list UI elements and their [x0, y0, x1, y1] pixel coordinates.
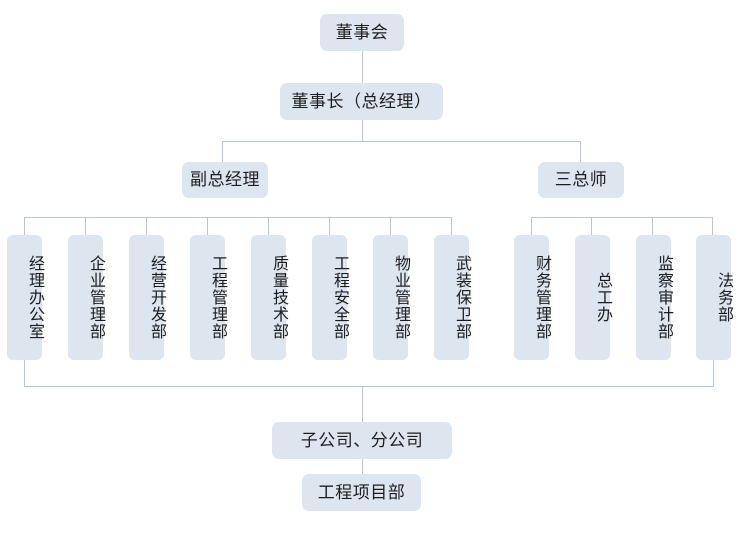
node-vice-general-manager-label: 副总经理	[190, 170, 260, 190]
node-department-label: 监察审计部	[655, 255, 672, 340]
node-department-label: 经理办公室	[26, 255, 43, 340]
node-department-label: 法务部	[715, 272, 732, 323]
node-department-chief-engineer-office[interactable]: 总工办	[575, 235, 611, 360]
connector-stem-dept-11	[652, 217, 653, 235]
node-department-supervision-audit[interactable]: 监察审计部	[636, 235, 672, 360]
node-department-engineering-management[interactable]: 工程管理部	[190, 235, 226, 360]
node-department-label: 财务管理部	[533, 255, 550, 340]
connector-bracket-right-departments	[531, 217, 713, 235]
node-department-enterprise-management[interactable]: 企业管理部	[68, 235, 104, 360]
node-department-label: 武装保卫部	[453, 255, 470, 340]
connector-stem-dept-3	[146, 217, 147, 235]
connector-chairman-stem	[362, 120, 363, 142]
connector-bracket-departments-to-subsidiary	[24, 360, 714, 387]
node-department-engineering-safety[interactable]: 工程安全部	[312, 235, 348, 360]
connector-collector-stem	[362, 387, 363, 422]
node-board-of-directors[interactable]: 董事会	[320, 14, 404, 51]
node-department-business-development[interactable]: 经营开发部	[129, 235, 165, 360]
node-department-label: 工程管理部	[209, 255, 226, 340]
connector-bracket-level3	[222, 141, 581, 162]
connector-stem-dept-10	[591, 217, 592, 235]
node-chief-engineers-label: 三总师	[554, 170, 608, 190]
node-department-armed-security[interactable]: 武装保卫部	[434, 235, 470, 360]
connector-subsidiary-to-project-dept	[362, 459, 363, 474]
connector-stem-dept-5	[268, 217, 269, 235]
connector-stem-dept-4	[207, 217, 208, 235]
node-department-quality-technology[interactable]: 质量技术部	[251, 235, 287, 360]
connector-stem-dept-7	[390, 217, 391, 235]
connector-stem-dept-2	[85, 217, 86, 235]
node-department-general-managers-office[interactable]: 经理办公室	[7, 235, 43, 360]
node-department-finance-management[interactable]: 财务管理部	[514, 235, 550, 360]
node-department-label: 总工办	[594, 272, 611, 323]
node-subsidiary-branch-companies-label: 子公司、分公司	[300, 430, 424, 450]
node-engineering-project-dept-label: 工程项目部	[317, 482, 406, 502]
node-chief-engineers[interactable]: 三总师	[538, 162, 624, 198]
node-department-label: 经营开发部	[148, 255, 165, 340]
node-vice-general-manager[interactable]: 副总经理	[182, 162, 268, 198]
node-department-property-management[interactable]: 物业管理部	[373, 235, 409, 360]
node-board-of-directors-label: 董事会	[335, 22, 389, 42]
node-subsidiary-branch-companies[interactable]: 子公司、分公司	[272, 422, 452, 459]
node-chairman-general-manager[interactable]: 董事长（总经理）	[280, 83, 443, 120]
connector-board-to-chairman	[362, 51, 363, 83]
node-chairman-general-manager-label: 董事长（总经理）	[291, 91, 432, 111]
node-department-label: 质量技术部	[270, 255, 287, 340]
connector-bracket-left-departments	[24, 217, 452, 235]
connector-stem-dept-6	[329, 217, 330, 235]
node-department-label: 工程安全部	[331, 255, 348, 340]
node-engineering-project-dept[interactable]: 工程项目部	[302, 474, 421, 511]
node-department-label: 物业管理部	[392, 255, 409, 340]
node-department-legal-affairs[interactable]: 法务部	[696, 235, 732, 360]
node-department-label: 企业管理部	[87, 255, 104, 340]
